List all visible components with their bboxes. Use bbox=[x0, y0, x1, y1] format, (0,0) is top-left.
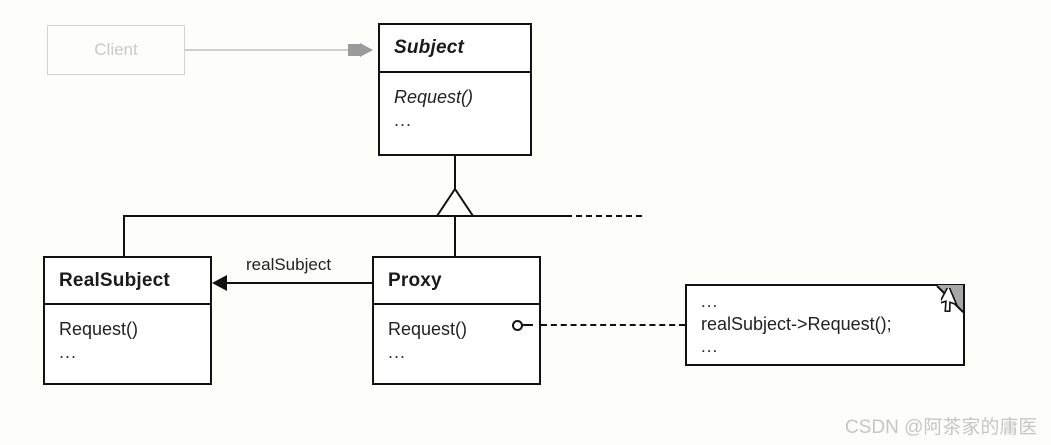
class-operations-proxy: Request() ... bbox=[374, 305, 539, 383]
generalization-triangle-icon bbox=[436, 188, 475, 217]
class-operations-realsubject: Request() ... bbox=[45, 305, 210, 383]
class-box-subject[interactable]: Subject Request() ... bbox=[378, 23, 532, 156]
generalization-drop-proxy bbox=[454, 215, 456, 257]
class-name-subject: Subject bbox=[380, 25, 530, 73]
generalization-bar bbox=[123, 215, 566, 217]
class-name-realsubject: RealSubject bbox=[45, 258, 210, 305]
generalization-bar-dashed-extension bbox=[566, 215, 642, 217]
operation-subject-request: Request() bbox=[394, 87, 474, 107]
class-name-proxy: Proxy bbox=[374, 258, 539, 305]
class-box-realsubject[interactable]: RealSubject Request() ... bbox=[43, 256, 212, 385]
note-line-2: realSubject->Request(); bbox=[701, 314, 892, 334]
association-line-proxy-realsubject bbox=[227, 282, 372, 284]
generalization-stem-subject bbox=[454, 156, 456, 191]
class-operations-subject: Request() ... bbox=[380, 73, 530, 154]
operation-proxy-ellipsis: ... bbox=[388, 342, 407, 362]
operation-proxy-request: Request() bbox=[388, 319, 468, 339]
generalization-drop-realsubject bbox=[123, 215, 125, 257]
class-name-client: Client bbox=[94, 40, 138, 59]
note-anchor-circle-icon bbox=[512, 320, 523, 331]
association-arrowhead-icon bbox=[212, 275, 227, 291]
note-line-3: ... bbox=[701, 337, 719, 356]
operation-realsubject-request: Request() bbox=[59, 319, 139, 339]
note-connector-dashed bbox=[541, 324, 685, 326]
dependency-arrow-tail bbox=[348, 44, 360, 56]
note-box[interactable]: ... realSubject->Request(); ... bbox=[685, 284, 965, 366]
note-line-1: ... bbox=[701, 292, 719, 311]
dependency-arrowhead-icon bbox=[360, 43, 373, 57]
operation-subject-ellipsis: ... bbox=[394, 110, 413, 130]
dependency-line-client-subject bbox=[185, 49, 350, 51]
association-label-realsubject: realSubject bbox=[246, 255, 332, 274]
note-anchor-stub bbox=[523, 324, 533, 326]
operation-realsubject-ellipsis: ... bbox=[59, 342, 78, 362]
mouse-cursor-icon bbox=[941, 288, 959, 312]
class-box-client[interactable]: Client bbox=[47, 25, 185, 75]
csdn-watermark: CSDN @阿茶家的庸医 bbox=[845, 417, 1038, 438]
